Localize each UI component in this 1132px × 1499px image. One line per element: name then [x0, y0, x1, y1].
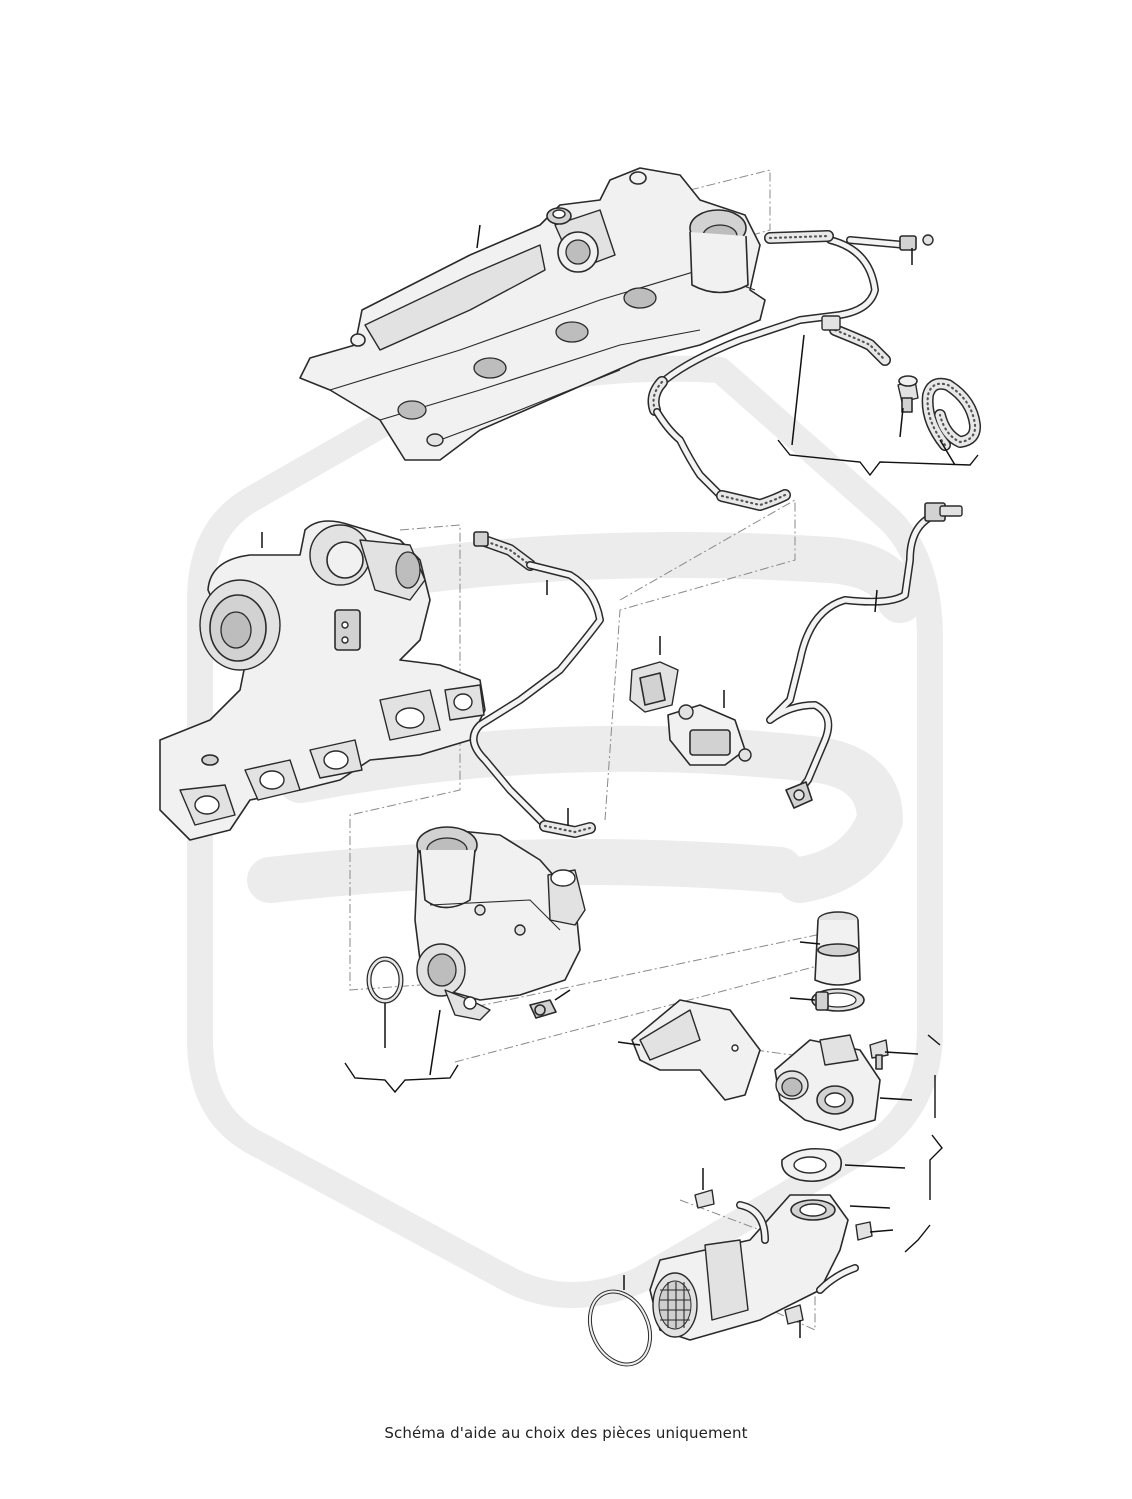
- vent-loop-hose: [921, 377, 982, 451]
- egr-connection-pipe: [814, 911, 861, 986]
- cooler-gasket: [587, 1289, 653, 1367]
- bolt-upper-right: [869, 1039, 889, 1070]
- flange-gasket: [781, 1147, 843, 1183]
- egr-cooler-valve: [774, 1034, 881, 1131]
- reference-leader-lines: [261, 224, 979, 1338]
- egr-valve-housing: [414, 826, 586, 1021]
- bolts-lower: [534, 1004, 873, 1325]
- egr-cooler: [649, 1194, 859, 1341]
- turbocharger-manifold: [159, 520, 486, 841]
- heat-shield: [631, 999, 761, 1101]
- diagram-caption: Schéma d'aide au choix des pièces unique…: [384, 1424, 748, 1442]
- crankcase-vent-valve: [897, 375, 919, 413]
- pressure-converter-valve: [629, 661, 752, 766]
- hose-clamp: [811, 988, 865, 1012]
- cylinder-head-cover: [299, 167, 766, 461]
- seal-ring: [366, 956, 404, 1004]
- breather-hose-assembly: [647, 230, 934, 511]
- vacuum-line-right: [766, 502, 963, 809]
- oil-supply-line: [469, 531, 604, 838]
